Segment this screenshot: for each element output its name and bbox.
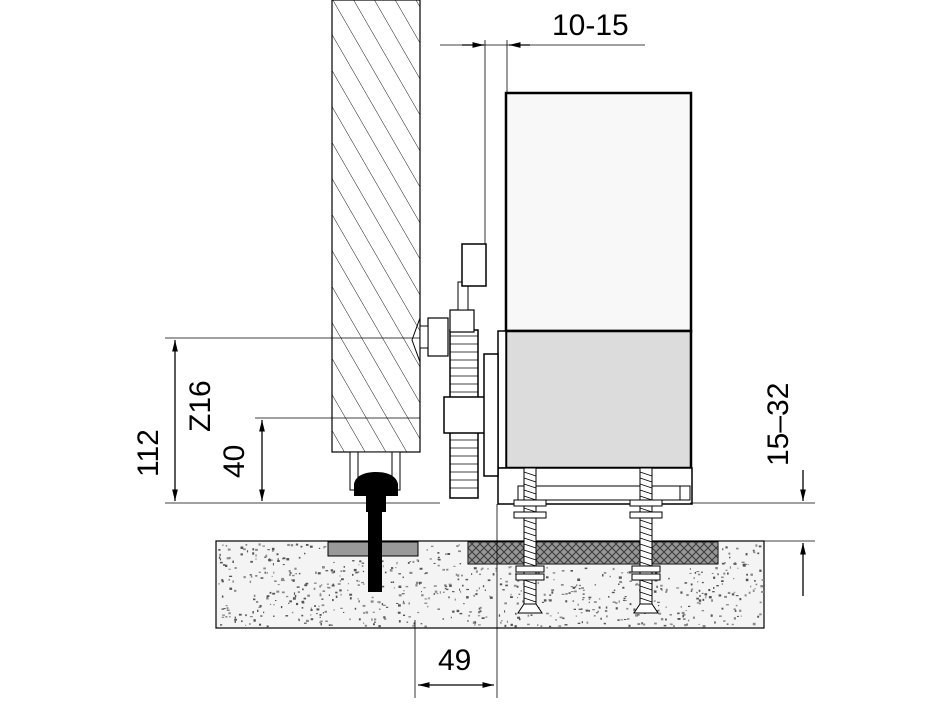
guide-roller bbox=[327, 472, 419, 592]
dim-label-clearance: 15–32 bbox=[762, 383, 795, 466]
gear-rack-bracket bbox=[411, 243, 487, 363]
dimension-arrows bbox=[172, 42, 806, 688]
pinion-gear bbox=[443, 329, 499, 499]
anchor-bolt-left bbox=[513, 467, 547, 614]
dim-label-rail-height: 40 bbox=[218, 445, 251, 478]
dim-label-rack-module: Z16 bbox=[184, 380, 217, 432]
motor-housing bbox=[497, 91, 693, 470]
dim-label-height-total: 112 bbox=[132, 429, 165, 477]
concrete-texture bbox=[218, 543, 764, 628]
motor-base-plate bbox=[467, 541, 719, 565]
gate-leaf bbox=[331, 0, 421, 453]
anchor-bolt-right bbox=[629, 467, 663, 614]
dim-label-gap-top: 10-15 bbox=[552, 9, 629, 42]
dim-label-offset-bottom: 49 bbox=[438, 644, 471, 677]
